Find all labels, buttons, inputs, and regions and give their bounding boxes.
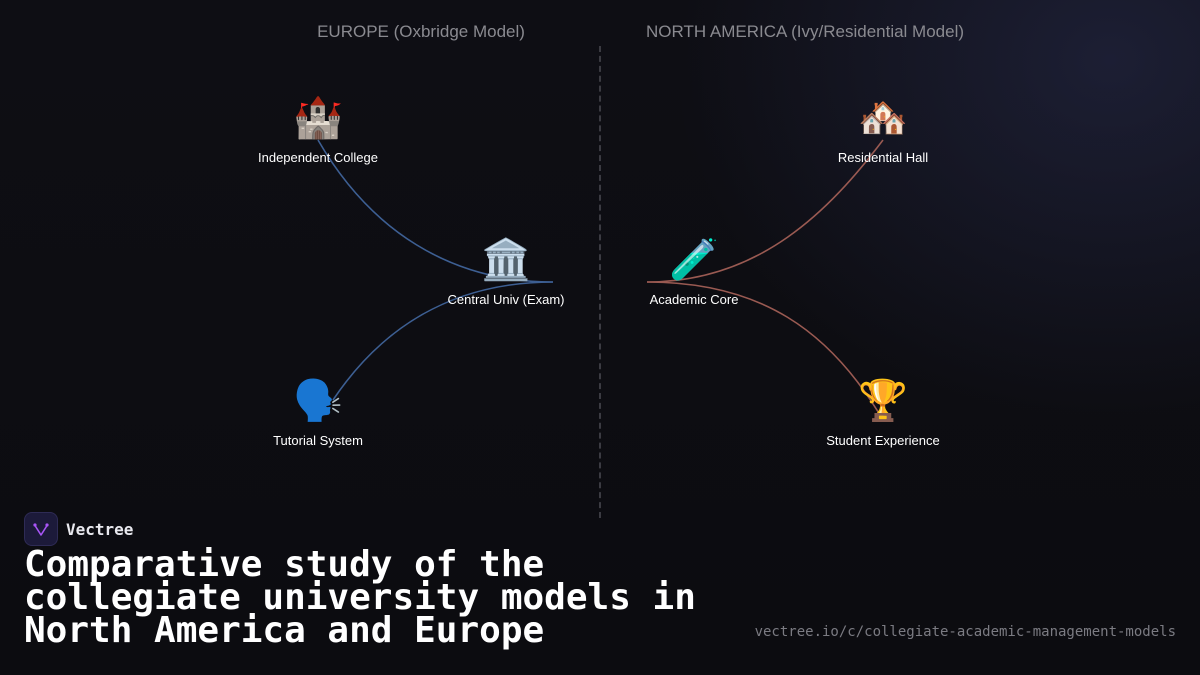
link-college-to-central	[317, 139, 554, 283]
houses-icon: 🏘️	[858, 95, 908, 141]
node-label: Academic Core	[649, 292, 739, 307]
north-america-region-title: NORTH AMERICA (Ivy/Residential Model)	[645, 22, 965, 41]
trophy-icon: 🏆	[858, 378, 908, 424]
link-core-to-residential	[646, 139, 884, 283]
node-label: Independent College	[258, 150, 378, 165]
link-central-to-tutorial	[332, 281, 554, 401]
castle-icon: 🏰	[293, 95, 343, 141]
node-tutorial-system: 🗣️ Tutorial System	[273, 377, 363, 448]
region-divider	[599, 46, 601, 518]
classical-building-icon: 🏛️	[481, 237, 531, 283]
link-core-to-experience	[646, 281, 884, 421]
node-label: Residential Hall	[837, 150, 929, 165]
test-tube-icon: 🧪	[669, 237, 719, 283]
node-student-experience: 🏆 Student Experience	[826, 377, 939, 448]
speaking-head-icon: 🗣️	[293, 378, 343, 424]
vectree-logo-icon	[24, 512, 58, 546]
node-residential-hall: 🏘️ Residential Hall	[838, 94, 928, 165]
brand-name: Vectree	[66, 519, 134, 539]
node-independent-college: 🏰 Independent College	[258, 94, 378, 165]
europe-region-title: EUROPE (Oxbridge Model)	[317, 22, 525, 41]
node-central-university: 🏛️ Central Univ (Exam)	[447, 236, 564, 307]
node-academic-core: 🧪 Academic Core	[650, 236, 739, 307]
source-url[interactable]: vectree.io/c/collegiate-academic-managem…	[754, 624, 1176, 640]
node-label: Tutorial System	[273, 433, 363, 448]
node-label: Central Univ (Exam)	[447, 292, 565, 307]
node-label: Student Experience	[826, 433, 940, 448]
brand: Vectree	[24, 512, 133, 546]
page-headline: Comparative study of the collegiate univ…	[24, 544, 696, 651]
